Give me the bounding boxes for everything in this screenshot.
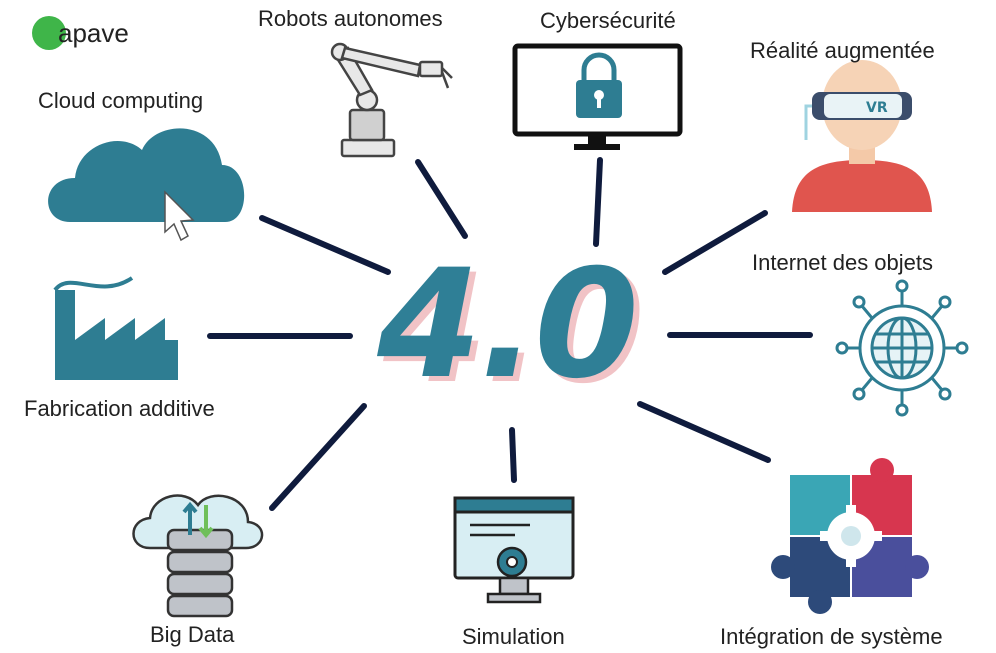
- center-title: 4.0: [377, 238, 639, 412]
- robot-arm-icon: [330, 42, 453, 158]
- vr-text: VR: [866, 100, 888, 116]
- label-robots-autonomes: Robots autonomes: [258, 6, 443, 31]
- connector-bigdata: [269, 403, 367, 511]
- connector-ar: [662, 210, 768, 275]
- connector-lines: [207, 157, 813, 511]
- label-integration-de-systeme: Intégration de système: [720, 624, 943, 649]
- label-fabrication-additive: Fabrication additive: [24, 396, 215, 421]
- label-cloud-computing: Cloud computing: [38, 88, 204, 113]
- logo-green-dot: [32, 16, 66, 50]
- label-cybersecurite: Cybersécurité: [540, 8, 676, 33]
- factory-icon: [53, 276, 178, 380]
- cloud-cursor-icon: [48, 128, 245, 242]
- database-cloud-icon: [132, 494, 264, 618]
- connector-integration: [637, 401, 771, 463]
- monitor-lock-icon: [512, 43, 683, 150]
- connector-cyber: [593, 157, 603, 247]
- label-realite-augmentee: Réalité augmentée: [750, 38, 935, 63]
- connector-cloud: [259, 215, 391, 275]
- connector-robots: [415, 159, 468, 239]
- apave-logo: apave: [28, 12, 158, 56]
- connector-simulation: [509, 427, 517, 483]
- vr-headset-person-icon: VR: [792, 60, 932, 212]
- globe-network-icon: [835, 279, 969, 417]
- label-simulation: Simulation: [462, 624, 565, 649]
- screen-gear-icon: [453, 496, 575, 604]
- puzzle-gear-icon: [771, 458, 929, 614]
- label-big-data: Big Data: [150, 622, 235, 647]
- logo-text: apave: [58, 18, 129, 48]
- label-internet-des-objets: Internet des objets: [752, 250, 934, 275]
